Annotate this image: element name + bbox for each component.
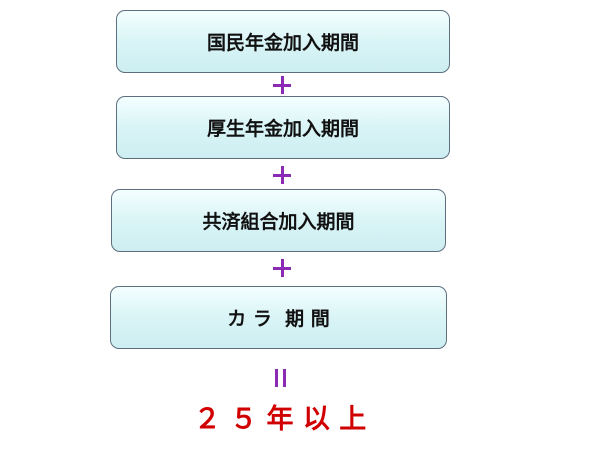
equals-icon bbox=[272, 369, 292, 389]
box-kara-kikan: カ ラ 期 間 bbox=[110, 286, 447, 349]
box-kokumin-nenkin-label: 国民年金加入期間 bbox=[206, 32, 359, 54]
plus-icon-3 bbox=[266, 252, 298, 284]
plus-icon-2 bbox=[266, 159, 298, 191]
plus-icon-1 bbox=[266, 69, 298, 101]
box-kousei-nenkin: 厚生年金加入期間 bbox=[116, 96, 450, 159]
box-kara-kikan-label: カ ラ 期 間 bbox=[227, 308, 330, 330]
box-kyousai-kumiai-label: 共済組合加入期間 bbox=[202, 211, 355, 233]
box-kyousai-kumiai: 共済組合加入期間 bbox=[111, 189, 446, 252]
result-text: ２ ５ 年 以 上 bbox=[193, 403, 367, 435]
box-kokumin-nenkin: 国民年金加入期間 bbox=[116, 10, 450, 73]
box-kousei-nenkin-label: 厚生年金加入期間 bbox=[206, 118, 359, 140]
